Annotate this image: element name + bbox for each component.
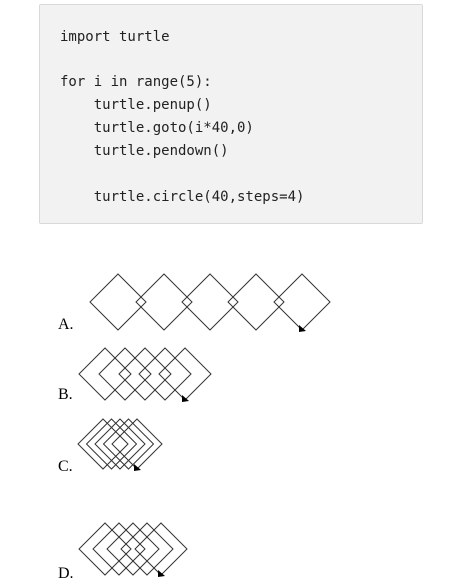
- option-d-diamond-4: [120, 522, 174, 576]
- option-c-diamond-3: [94, 418, 146, 470]
- figure-option-b: [78, 347, 212, 402]
- figure-option-a: [89, 273, 331, 332]
- figure-option-c: [77, 418, 163, 471]
- option-b-label[interactable]: B.: [58, 386, 73, 403]
- code-block: import turtle for i in range(5): turtle.…: [39, 4, 423, 224]
- option-b-diamond-3: [118, 347, 172, 401]
- option-d-label[interactable]: D.: [58, 565, 74, 582]
- code-line-3: for i in range(5):: [60, 74, 212, 90]
- code-line-4: turtle.penup(): [60, 97, 212, 113]
- code-line-6: turtle.pendown(): [60, 143, 229, 159]
- option-b-diamond-2: [98, 347, 152, 401]
- option-b-diamond-1: [78, 347, 132, 401]
- option-a-diamond-5: [273, 273, 331, 331]
- figure-option-d: [78, 522, 188, 577]
- option-a-diamond-2: [135, 273, 193, 331]
- option-c-turtle-arrow: [134, 464, 141, 471]
- option-a-diamond-4: [227, 273, 285, 331]
- option-d-diamond-2: [92, 522, 146, 576]
- option-a-label[interactable]: A.: [58, 316, 74, 333]
- option-b-diamond-5: [158, 347, 212, 401]
- code-line-8: turtle.circle(40,steps=4): [60, 189, 305, 205]
- option-b-turtle-arrow: [182, 395, 189, 402]
- code-line-5: turtle.goto(i*40,0): [60, 120, 254, 136]
- option-c-diamond-4: [102, 418, 155, 470]
- option-d-diamond-3: [106, 522, 160, 576]
- option-a-diamond-1: [89, 273, 147, 331]
- option-b-diamond-4: [138, 347, 192, 401]
- option-d-turtle-arrow: [158, 570, 165, 577]
- option-c-label[interactable]: C.: [58, 458, 73, 475]
- code-line-1: import turtle: [60, 29, 170, 45]
- option-a-turtle-arrow: [299, 325, 306, 332]
- option-d-diamond-1: [78, 522, 132, 576]
- option-a-diamond-3: [181, 273, 239, 331]
- option-c-diamond-2: [85, 418, 138, 470]
- option-d-diamond-5: [134, 522, 188, 576]
